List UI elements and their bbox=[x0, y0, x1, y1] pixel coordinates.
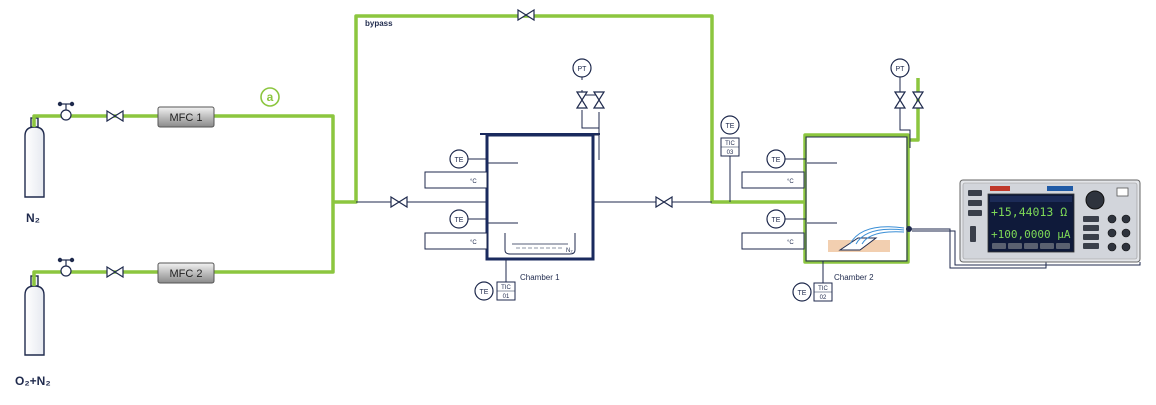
te-label: TE bbox=[455, 157, 464, 164]
source-measure-unit: +15,44013 Ω +100,0000 μA bbox=[959, 179, 1141, 263]
tic-label: TIC bbox=[818, 286, 828, 292]
pt-label-2: PT bbox=[896, 66, 906, 73]
smu-knob[interactable] bbox=[1085, 190, 1105, 210]
te-label: TE bbox=[726, 123, 735, 130]
tic-number-1: 01 bbox=[503, 294, 510, 300]
valve-icon[interactable] bbox=[106, 265, 124, 279]
temp-unit: °C bbox=[787, 240, 794, 246]
chamber-1: N₂ bbox=[480, 133, 600, 261]
valve-icon[interactable] bbox=[592, 91, 606, 109]
te-label: TE bbox=[480, 289, 489, 296]
chamber-2-label: Chamber 2 bbox=[834, 273, 874, 282]
bypass-valve-icon[interactable] bbox=[517, 8, 535, 22]
bypass-label: bypass bbox=[365, 19, 393, 28]
smu-resistance-readout: +15,44013 Ω bbox=[991, 205, 1067, 219]
te-label: TE bbox=[772, 157, 781, 164]
valve-icon[interactable] bbox=[893, 91, 907, 109]
te-sensor-1a: TE °C bbox=[424, 149, 488, 189]
annotation-marker: a bbox=[260, 87, 280, 107]
te-label: TE bbox=[798, 290, 807, 297]
te-sensor-2b: TE °C bbox=[741, 209, 806, 250]
mfc-1-label: MFC 1 bbox=[170, 112, 203, 124]
smu-screen bbox=[987, 193, 1075, 253]
mfc-2: MFC 2 bbox=[157, 262, 215, 284]
o2-n2-cylinder bbox=[24, 275, 45, 356]
smu-terminals[interactable] bbox=[1107, 214, 1131, 252]
valve-icon[interactable] bbox=[390, 195, 408, 209]
o2-n2-label: O₂+N₂ bbox=[15, 374, 51, 388]
temp-unit: °C bbox=[787, 179, 794, 185]
regulator-2 bbox=[57, 257, 75, 277]
mfc-2-label: MFC 2 bbox=[170, 268, 203, 280]
tic-number-2: 02 bbox=[820, 295, 827, 301]
chamber-1-n2-mark: N₂ bbox=[566, 248, 573, 254]
smu-current-readout: +100,0000 μA bbox=[991, 228, 1071, 241]
smu-cables bbox=[906, 226, 1141, 269]
sample-substrate bbox=[838, 237, 878, 251]
te-label: TE bbox=[772, 217, 781, 224]
valve-icon[interactable] bbox=[575, 91, 589, 109]
tic-controller-1: TE TIC 01 bbox=[474, 259, 516, 301]
smu-side-keys[interactable] bbox=[968, 190, 982, 242]
probe-wires bbox=[849, 226, 905, 245]
pt-gauge-2: PT bbox=[890, 58, 910, 78]
tic-label: TIC bbox=[725, 141, 735, 147]
tic-number-3: 03 bbox=[727, 150, 734, 156]
n2-label: N₂ bbox=[26, 211, 40, 225]
n2-cylinder bbox=[24, 117, 45, 198]
valve-icon[interactable] bbox=[106, 109, 124, 123]
valve-icon[interactable] bbox=[911, 91, 925, 109]
pt-label-1: PT bbox=[578, 66, 588, 73]
tic-label: TIC bbox=[501, 285, 511, 291]
annotation-letter: a bbox=[267, 90, 274, 104]
tic-controller-2: TE TIC 02 bbox=[792, 261, 833, 302]
mfc-1: MFC 1 bbox=[157, 106, 215, 128]
temp-unit: °C bbox=[470, 240, 477, 246]
te-sensor-1b: TE °C bbox=[424, 209, 488, 250]
te-label: TE bbox=[455, 217, 464, 224]
chamber-2 bbox=[805, 136, 908, 262]
pt-gauge-1: PT bbox=[572, 58, 592, 78]
chamber-1-label: Chamber 1 bbox=[520, 273, 560, 282]
smu-softkeys[interactable] bbox=[992, 243, 1070, 249]
smu-keypad[interactable] bbox=[1083, 216, 1099, 249]
tic-controller-middle: TE TIC 03 bbox=[720, 115, 740, 202]
regulator-1 bbox=[57, 101, 75, 121]
valve-icon[interactable] bbox=[655, 195, 673, 209]
te-sensor-2a: TE °C bbox=[741, 149, 806, 189]
temp-unit: °C bbox=[470, 179, 477, 185]
